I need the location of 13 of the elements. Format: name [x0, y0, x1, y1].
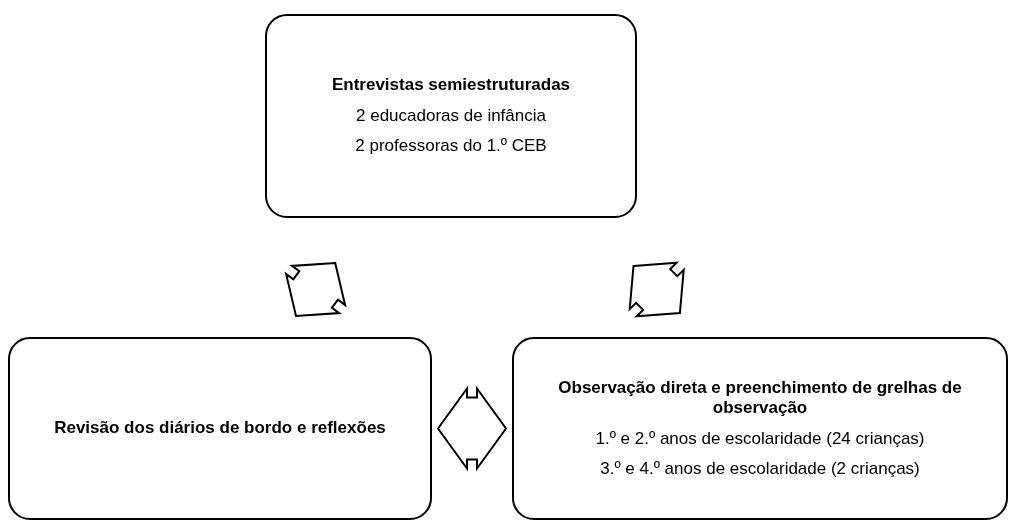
rounded-box [512, 337, 1008, 520]
box-heading: Observação direta e preenchimento de grelhas de observação [557, 377, 963, 418]
rounded-box [265, 14, 637, 218]
rounded-box [8, 337, 432, 520]
double-arrow [436, 385, 508, 472]
box-heading: Entrevistas semiestruturadas [331, 75, 571, 95]
double-arrow [284, 261, 347, 318]
box-text: 2 professoras do 1.º CEB [355, 135, 547, 157]
box-text: 2 educadoras de infância [356, 105, 546, 127]
double-arrow [628, 261, 685, 318]
box-text: 1.º e 2.º anos de escolaridade (24 crianças) [595, 427, 925, 450]
box-text: 3.º e 4.º anos de escolaridade (2 crianças) [600, 457, 920, 480]
box-heading: Revisão dos diários de bordo e reflexões [54, 417, 386, 438]
